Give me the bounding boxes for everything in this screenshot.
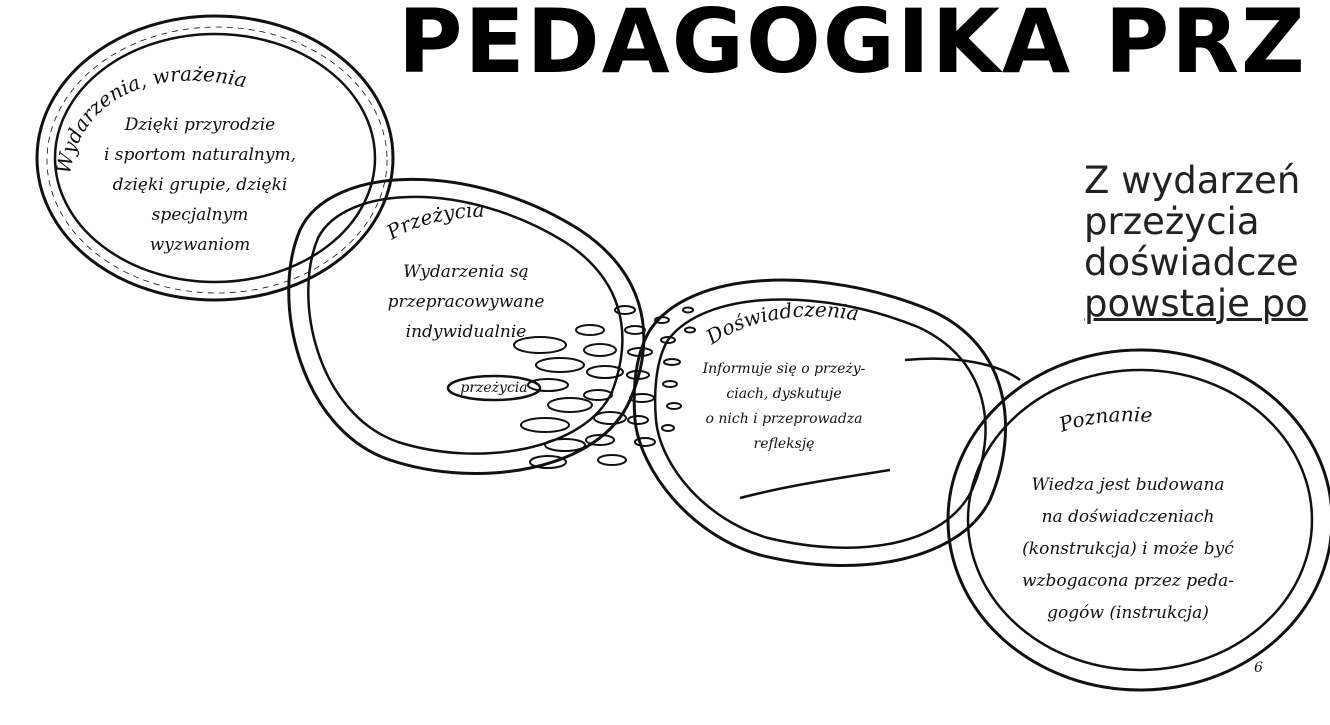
page-number: 6: [1254, 660, 1263, 676]
bubble-label-przezycia: przeżycia: [460, 380, 527, 396]
body-poznanie: Wiedza jest budowana na doświadczeniach …: [1022, 475, 1234, 623]
poznanie-line: Wiedza jest budowana: [1031, 475, 1224, 495]
poznanie-line: na doświadczeniach: [1042, 507, 1215, 527]
wydarzenia-line: wyzwaniom: [150, 235, 251, 255]
doswiadczenia-line: ciach, dyskutuje: [726, 386, 841, 402]
side-text-line: przeżycia: [1084, 201, 1330, 242]
side-text-line: powstaje po: [1084, 283, 1330, 324]
side-text-block: Z wydarzeń przeżycia doświadcze powstaje…: [1084, 160, 1330, 324]
doswiadczenia-line: Informuje się o przeży-: [702, 361, 866, 377]
side-text-line: Z wydarzeń: [1084, 160, 1330, 201]
wydarzenia-line: i sportom naturalnym,: [104, 145, 296, 165]
poznanie-line: (konstrukcja) i może być: [1022, 539, 1234, 559]
wydarzenia-line: specjalnym: [152, 205, 249, 225]
heading-poznanie: Poznanie: [1055, 402, 1153, 437]
poznanie-line: gogów (instrukcja): [1047, 603, 1209, 623]
doswiadczenia-line: o nich i przeprowadza: [705, 411, 862, 427]
poznanie-line: wzbogacona przez peda-: [1022, 571, 1234, 591]
body-przezycia: Wydarzenia są przepracowywane indywidual…: [388, 262, 545, 342]
heading-przezycia: Przeżycia: [382, 198, 485, 245]
przezycia-line: Wydarzenia są: [403, 262, 529, 282]
wydarzenia-line: Dzięki przyrodzie: [124, 115, 276, 135]
przezycia-line: przepracowywane: [388, 292, 545, 312]
przezycia-line: indywidualnie: [406, 322, 527, 342]
body-doswiadczenia: Informuje się o przeży- ciach, dyskutuje…: [702, 361, 866, 452]
page-title: PEDAGOGIKA PRZ: [398, 0, 1307, 86]
doswiadczenia-line: refleksję: [754, 436, 815, 452]
side-text-line: doświadcze: [1084, 242, 1330, 283]
wydarzenia-line: dzięki grupie, dzięki: [113, 175, 288, 195]
body-wydarzenia: Dzięki przyrodzie i sportom naturalnym, …: [104, 115, 296, 255]
